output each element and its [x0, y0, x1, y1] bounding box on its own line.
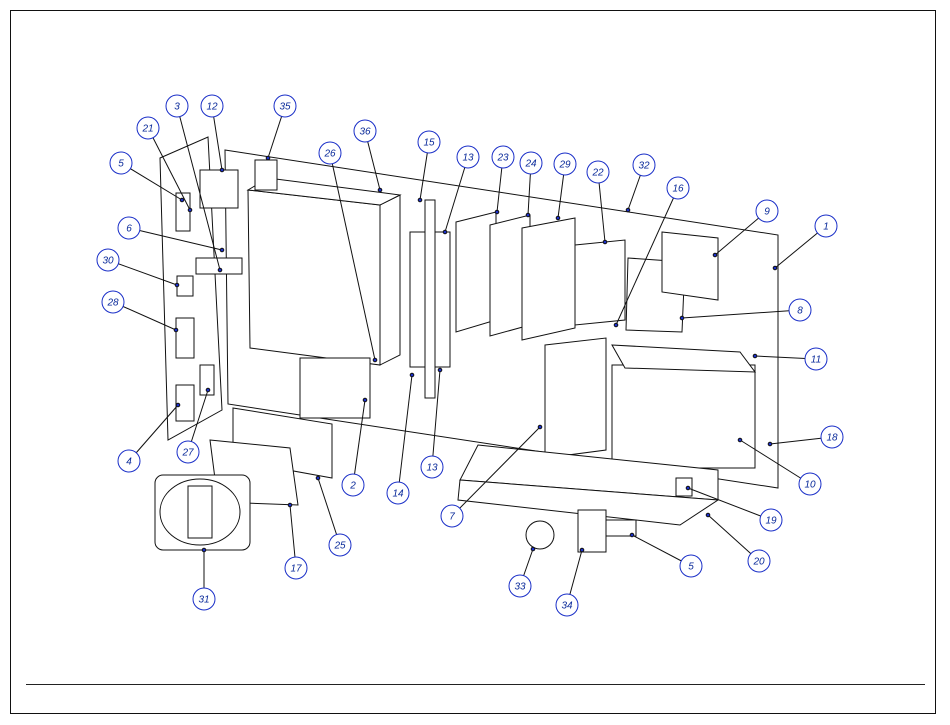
leader-arrow-c31	[202, 548, 206, 552]
callout-label-c8: 8	[797, 306, 803, 317]
leader-arrow-c7	[538, 425, 542, 429]
callout-label-c21: 21	[141, 124, 153, 135]
cable-gland	[526, 521, 554, 549]
connector-12	[200, 170, 238, 208]
din-rail	[425, 200, 435, 398]
callout-label-c10: 10	[804, 480, 816, 491]
power-supply-pcb	[545, 338, 606, 458]
leader-arrow-c3	[218, 268, 222, 272]
callout-label-c9: 9	[764, 207, 770, 218]
leader-arrow-c25	[316, 476, 320, 480]
leader-arrow-c28	[174, 328, 178, 332]
connector-28	[176, 318, 194, 358]
leader-arrow-c9	[713, 253, 717, 257]
callout-label-c33: 33	[514, 582, 526, 593]
callout-label-c17: 17	[290, 564, 302, 575]
leader-arrow-c16	[614, 323, 618, 327]
leader-arrow-c18	[768, 442, 772, 446]
callout-label-c6: 6	[126, 224, 132, 235]
callout-label-c5a: 5	[118, 159, 124, 170]
leader-arrow-c4	[176, 403, 180, 407]
callout-label-c35: 35	[279, 102, 291, 113]
aux-module	[575, 240, 625, 325]
leader-arrow-c15	[418, 198, 422, 202]
switch-30	[177, 276, 193, 296]
leader-arrow-c13a	[443, 230, 447, 234]
knob-handle	[188, 486, 212, 538]
leader-arrow-c12	[220, 168, 224, 172]
callout-label-c2: 2	[349, 481, 356, 492]
callout-label-c19: 19	[765, 516, 777, 527]
callout-label-c15: 15	[423, 138, 435, 149]
leader-arrow-c24	[526, 213, 530, 217]
callout-label-c16: 16	[672, 184, 684, 195]
callout-label-c4: 4	[126, 457, 132, 468]
relay-c	[522, 218, 575, 340]
callout-label-c5b: 5	[688, 562, 694, 573]
leader-arrow-c34	[580, 548, 584, 552]
callout-label-c36: 36	[359, 127, 371, 138]
leader-arrow-c26	[373, 358, 377, 362]
callout-label-c25: 25	[333, 541, 346, 552]
callout-label-c12: 12	[206, 102, 218, 113]
power-module	[248, 190, 380, 365]
leader-arrow-c13b	[438, 368, 442, 372]
callout-label-c24: 24	[524, 159, 537, 170]
leader-arrow-c19	[686, 486, 690, 490]
bracket	[662, 232, 718, 300]
leader-arrow-c2	[363, 398, 367, 402]
callout-label-c22: 22	[591, 168, 604, 179]
rj-socket	[578, 510, 606, 552]
leader-arrow-c22	[603, 240, 607, 244]
callout-label-c26: 26	[323, 149, 336, 160]
fan-assembly	[612, 365, 755, 468]
filter-block	[300, 358, 370, 418]
leader-arrow-c5b	[630, 533, 634, 537]
callout-label-c27: 27	[181, 448, 194, 459]
leader-arrow-c20	[706, 513, 710, 517]
callout-label-c13b: 13	[426, 463, 438, 474]
callout-label-c31: 31	[198, 595, 209, 606]
callout-label-c14: 14	[392, 489, 404, 500]
leader-arrow-c27	[206, 388, 210, 392]
leader-arrow-c8	[680, 316, 684, 320]
leader-arrow-c23	[495, 210, 499, 214]
callout-label-c23: 23	[496, 153, 509, 164]
callout-label-c30: 30	[102, 256, 114, 267]
callout-label-c20: 20	[752, 557, 765, 568]
callout-label-c3: 3	[174, 102, 180, 113]
leader-arrow-c17	[288, 503, 292, 507]
leader-arrow-c32	[626, 208, 630, 212]
leader-arrow-c21	[188, 208, 192, 212]
leader-arrow-c35	[266, 156, 270, 160]
leader-arrow-c36	[378, 188, 382, 192]
power-module-side	[380, 195, 400, 365]
callout-label-c13a: 13	[462, 153, 474, 164]
callout-label-c34: 34	[561, 601, 573, 612]
leader-arrow-c30	[175, 283, 179, 287]
leader-arrow-c11	[753, 354, 757, 358]
leader-arrow-c33	[531, 547, 535, 551]
bracket-35	[255, 160, 277, 190]
callout-label-c1: 1	[823, 222, 829, 233]
leader-arrow-c5a	[180, 198, 184, 202]
callout-label-c32: 32	[638, 161, 650, 172]
callout-label-c28: 28	[106, 298, 119, 309]
callout-label-c29: 29	[558, 160, 571, 171]
callout-label-c7: 7	[449, 512, 455, 523]
callout-label-c18: 18	[826, 433, 838, 444]
leader-arrow-c14	[410, 373, 414, 377]
leader-arrow-c6	[220, 248, 224, 252]
leader-arrow-c29	[556, 216, 560, 220]
callout-label-c11: 11	[811, 355, 821, 366]
leader-arrow-c1	[773, 266, 777, 270]
leader-arrow-c10	[738, 438, 742, 442]
